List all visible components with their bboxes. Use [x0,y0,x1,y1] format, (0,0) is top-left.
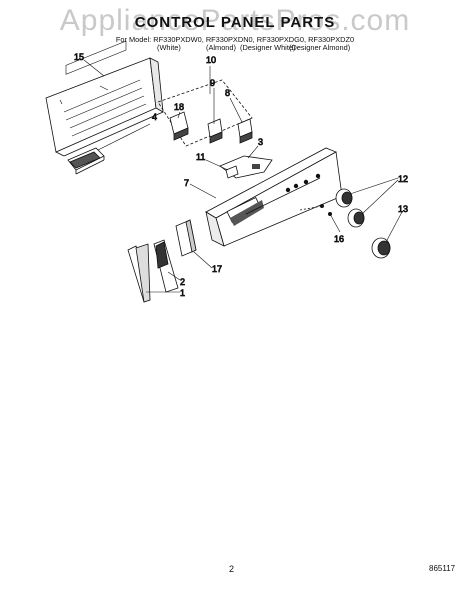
part-8-switch [237,118,253,144]
part-9-switch [207,118,223,144]
callout-11: 11 [196,152,205,162]
callout-2: 2 [180,277,185,287]
part-10-switch-group [157,79,253,147]
part-17-side-bracket [175,219,197,257]
variant-white: (White) [157,43,181,52]
callout-17: 17 [212,264,222,274]
callout-3: 3 [258,137,263,147]
callout-18: 18 [174,102,184,112]
variant-designer-almond: (Designer Almond) [289,43,351,52]
callout-9: 9 [210,78,215,88]
part-4-connector [67,147,105,175]
callout-8: 8 [225,88,230,98]
models-line: For Model: RF330PXDW0, RF330PXDN0, RF330… [115,35,355,44]
callout-7: 7 [184,178,189,188]
variant-almond: (Almond) [206,43,236,52]
part-1-end-cap [127,243,151,303]
part-7-control-panel [205,147,343,247]
part-18-switch [169,111,189,141]
callout-10: 10 [206,55,216,65]
variant-designer-white: (Designer White) [240,43,296,52]
part-11-terminal [225,165,239,179]
callout-13: 13 [398,204,408,214]
callout-15: 15 [74,52,84,62]
callout-12: 12 [398,174,408,184]
page-title: CONTROL PANEL PARTS [134,14,336,31]
part-12-knob-a [335,188,353,208]
page-number: 2 [229,564,235,574]
callout-labels: 15 10 9 8 18 4 3 11 7 12 13 16 17 2 1 [74,52,409,299]
part-2-end-bracket [153,239,179,293]
part-13-knob [371,237,391,259]
diagram-code: 865117 [429,564,456,573]
callout-4: 4 [152,112,157,122]
part-15-rear-panel [45,40,164,157]
part-12-knob-b [347,208,365,228]
watermark: AppliancePartsPros.com [59,4,411,37]
leader-lines [83,59,403,293]
callout-1: 1 [180,288,185,298]
callout-16: 16 [334,234,344,244]
